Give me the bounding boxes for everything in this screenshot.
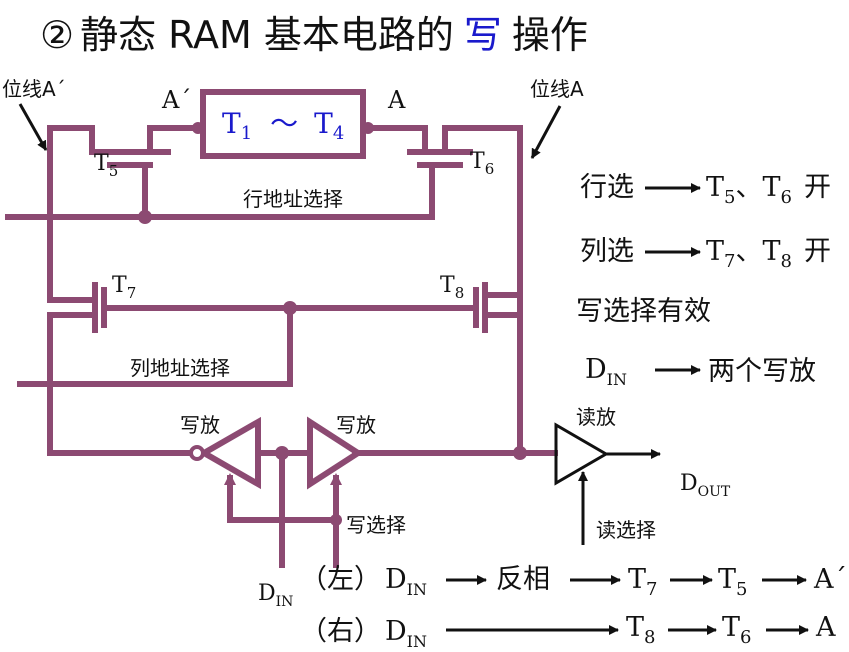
t5-label: T5 bbox=[94, 151, 118, 180]
bitline-left-arrow bbox=[18, 103, 48, 151]
path-left: （左）DIN bbox=[300, 564, 427, 599]
note-row: 行选 bbox=[580, 172, 634, 203]
bitline-right-label: 位线A bbox=[530, 77, 584, 101]
dout-label: DOUT bbox=[680, 471, 731, 500]
write-amp-left-bubble bbox=[189, 445, 205, 461]
note-din-text: 两个写放 bbox=[708, 356, 816, 387]
read-amp-label: 读放 bbox=[576, 405, 616, 429]
bitline-left-label: 位线A´ bbox=[2, 77, 66, 101]
node-left-label: A´ bbox=[161, 86, 191, 114]
t8-label: T8 bbox=[440, 273, 464, 302]
read-select-label: 读选择 bbox=[596, 518, 656, 542]
write-amp-right bbox=[307, 416, 364, 490]
memory-cell-box bbox=[200, 89, 366, 159]
note-col: 列选 bbox=[580, 236, 634, 267]
write-amp-right-label: 写放 bbox=[336, 413, 376, 437]
t6-label: T6 bbox=[470, 149, 494, 178]
row-select-label: 行地址选择 bbox=[243, 187, 343, 211]
node-right-label: A bbox=[387, 86, 406, 114]
din-label: DIN bbox=[258, 581, 293, 610]
path-right-t1: T8 bbox=[626, 612, 655, 648]
path-left-end: A´ bbox=[813, 564, 847, 595]
bitline-right-arrow bbox=[530, 105, 562, 159]
path-right: （右）DIN bbox=[300, 616, 427, 651]
path-left-t2: T5 bbox=[718, 564, 747, 600]
read-amp bbox=[554, 422, 661, 545]
write-select-arrows bbox=[224, 473, 342, 500]
path-right-end: A bbox=[815, 612, 836, 643]
write-amp-left bbox=[197, 416, 261, 490]
write-amp-left-label: 写放 bbox=[180, 413, 220, 437]
t7-label: T7 bbox=[112, 273, 136, 302]
note-write-enable: 写选择有效 bbox=[576, 296, 711, 327]
path-right-t2: T6 bbox=[722, 612, 751, 648]
path-left-step: 反相 bbox=[496, 564, 550, 595]
junction-dots bbox=[138, 122, 527, 526]
write-select-label: 写选择 bbox=[346, 513, 406, 537]
note-din: DIN bbox=[585, 354, 627, 389]
path-left-t1: T7 bbox=[628, 564, 657, 600]
memory-cell-label: T1～T4 bbox=[222, 107, 344, 144]
col-select-label: 列地址选择 bbox=[130, 356, 230, 380]
